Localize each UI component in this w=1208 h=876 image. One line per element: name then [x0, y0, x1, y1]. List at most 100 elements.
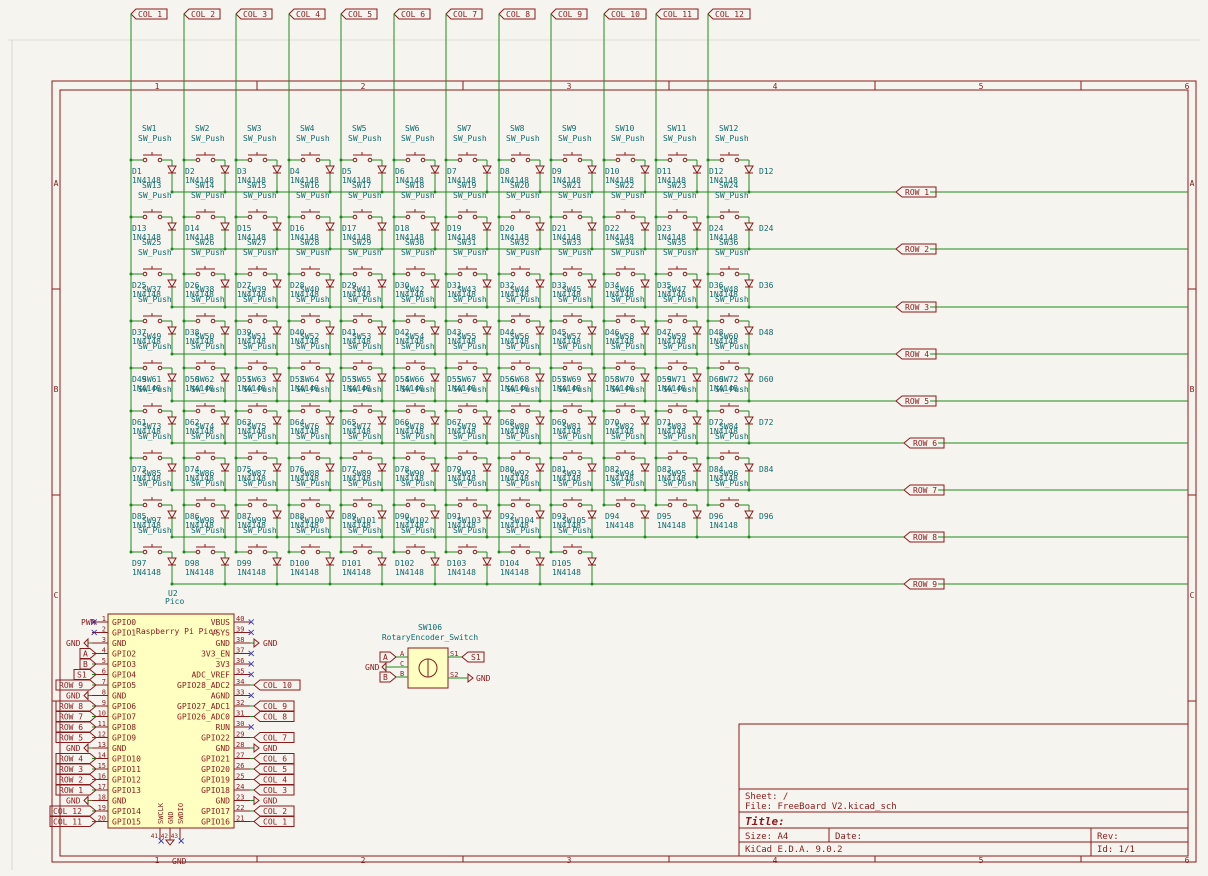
- pico-left-net-label-shape: [55, 774, 97, 785]
- pico-pin-name: GPIO16: [201, 818, 230, 827]
- sw-contact: [577, 408, 583, 414]
- sw-contact: [262, 318, 268, 324]
- junction: [234, 319, 238, 323]
- pico-pin-name: SWCLK: [157, 802, 165, 824]
- junction: [485, 190, 489, 194]
- junction: [654, 158, 658, 162]
- diode-body: [587, 416, 597, 426]
- junction: [747, 399, 751, 403]
- diode-ref: D26: [185, 281, 200, 290]
- switch-value: SW_Push: [558, 134, 592, 143]
- gnd-symbol-icon: [83, 742, 89, 754]
- diode-value: 1N4148: [237, 474, 266, 483]
- diode-ref: D22: [605, 224, 620, 233]
- col-net-label-3: COL 3: [243, 10, 267, 19]
- junction: [444, 550, 448, 554]
- junction: [590, 399, 594, 403]
- sw-contact: [682, 455, 688, 461]
- switch-ref: SW65: [352, 375, 371, 384]
- junction: [654, 366, 658, 370]
- junction: [433, 535, 437, 539]
- row-net-label-4: ROW 4: [905, 350, 929, 359]
- diode-ref: D37: [132, 328, 147, 337]
- sw-contact: [420, 214, 426, 220]
- row-net-label-5-shape: [895, 395, 937, 407]
- sw-contact: [247, 157, 253, 163]
- sw-contact: [472, 157, 478, 163]
- sw-contact: [195, 157, 201, 163]
- pico-gnd-label: GND: [66, 692, 81, 701]
- row-net-label-6: ROW 6: [913, 439, 937, 448]
- diode-value: 1N4148: [657, 337, 686, 346]
- diode-value: 1N4148: [657, 474, 686, 483]
- sw-contact: [525, 318, 531, 324]
- diode-body: [482, 510, 492, 520]
- diode-value: 1N4148: [395, 521, 424, 530]
- no-connect-icon: ×: [90, 617, 98, 628]
- pico-gnd-label: GND: [263, 639, 278, 648]
- junction: [339, 215, 343, 219]
- diode-ref: D8: [500, 167, 510, 176]
- diode-value: 1N4148: [447, 290, 476, 299]
- diode-body: [535, 326, 545, 336]
- border-row-marker: C: [1190, 591, 1195, 600]
- junction: [538, 582, 542, 586]
- junction: [706, 409, 710, 413]
- diode-ref: D93: [552, 512, 567, 521]
- diode-ref: D1: [132, 167, 142, 176]
- sw-contact: [525, 365, 531, 371]
- switch-ref: SW55: [457, 332, 476, 341]
- switch-value: SW_Push: [401, 526, 435, 535]
- diode-body: [587, 557, 597, 567]
- junction: [695, 488, 699, 492]
- encoder-gnd-label: GND: [365, 663, 380, 672]
- switch-value: SW_Push: [138, 248, 172, 257]
- sw-contact: [157, 318, 163, 324]
- diode-body: [220, 416, 230, 426]
- diode-ref: D2: [185, 167, 195, 176]
- pico-left-net-label-shape: [55, 679, 97, 691]
- switch-ref: SW30: [405, 238, 424, 247]
- diode-value: 1N4148: [290, 233, 319, 242]
- switch-ref: SW31: [457, 238, 476, 247]
- pico-title: Raspberry Pi Pico: [136, 627, 218, 636]
- pico-left-net-label-shape: [55, 784, 97, 796]
- pico-left-net-label-shape: [55, 763, 97, 775]
- junction: [590, 352, 594, 356]
- junction: [380, 535, 384, 539]
- switch-ref: SW12: [719, 124, 738, 133]
- diode-ref: D33: [552, 281, 567, 290]
- switch-ref: SW9: [562, 124, 577, 133]
- pico-right-net-label: COL 1: [263, 818, 287, 827]
- diode-body: [640, 463, 650, 473]
- switch-value: SW_Push: [296, 385, 330, 394]
- diode-ref: D80: [500, 465, 515, 474]
- row-net-label-5: ROW 5: [905, 397, 929, 406]
- switch-ref: SW63: [247, 375, 266, 384]
- diode-body: [692, 222, 702, 232]
- junction: [328, 399, 332, 403]
- sw-contact: [562, 214, 568, 220]
- encoder-net-label-shape: [379, 651, 397, 663]
- diode-ref: D77: [342, 465, 357, 474]
- switch-ref: SW72: [719, 375, 738, 384]
- tb-date: Date:: [835, 832, 862, 842]
- junction: [497, 319, 501, 323]
- col-net-label-9-shape: [550, 8, 588, 20]
- sw-contact: [300, 455, 306, 461]
- switch-value: SW_Push: [243, 479, 277, 488]
- junction: [275, 535, 279, 539]
- junction: [287, 550, 291, 554]
- switch-ref: SW5: [352, 124, 367, 133]
